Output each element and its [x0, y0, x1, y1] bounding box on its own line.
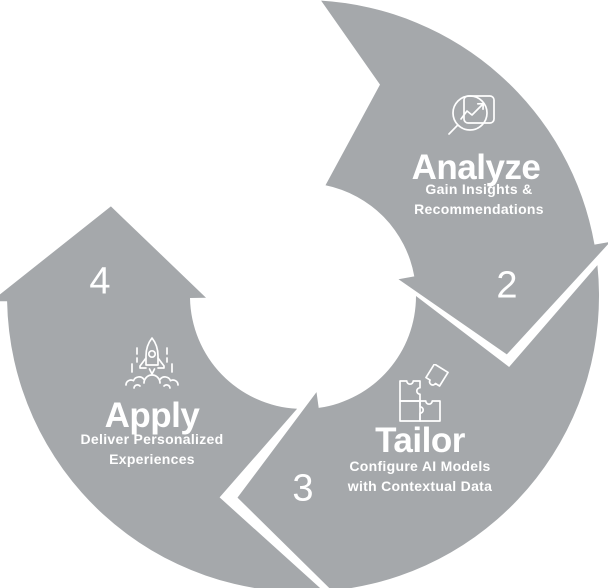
tailor-step-number: 3	[292, 467, 314, 510]
apply-step-number: 4	[89, 260, 111, 303]
apply-step-title: Apply	[104, 396, 200, 435]
analyze-step-title: Analyze	[411, 148, 541, 187]
magnifier-chart-icon	[440, 86, 504, 150]
analyze-arrow-shape	[321, 0, 608, 355]
tailor-step-title: Tailor	[375, 421, 465, 460]
tailor-arrow-shape	[237, 265, 600, 588]
tailor-step-subtitle: Configure AI Models with Contextual Data	[347, 458, 493, 494]
analyze-step-number: 2	[496, 264, 518, 307]
apply-step-subtitle: Deliver Personalized Experiences	[80, 431, 224, 467]
rocket-launch-icon	[120, 332, 184, 396]
puzzle-pieces-icon	[392, 364, 456, 428]
analyze-step-subtitle: Gain Insights & Recommendations	[414, 181, 544, 217]
apply-arrow-shape	[0, 206, 321, 588]
